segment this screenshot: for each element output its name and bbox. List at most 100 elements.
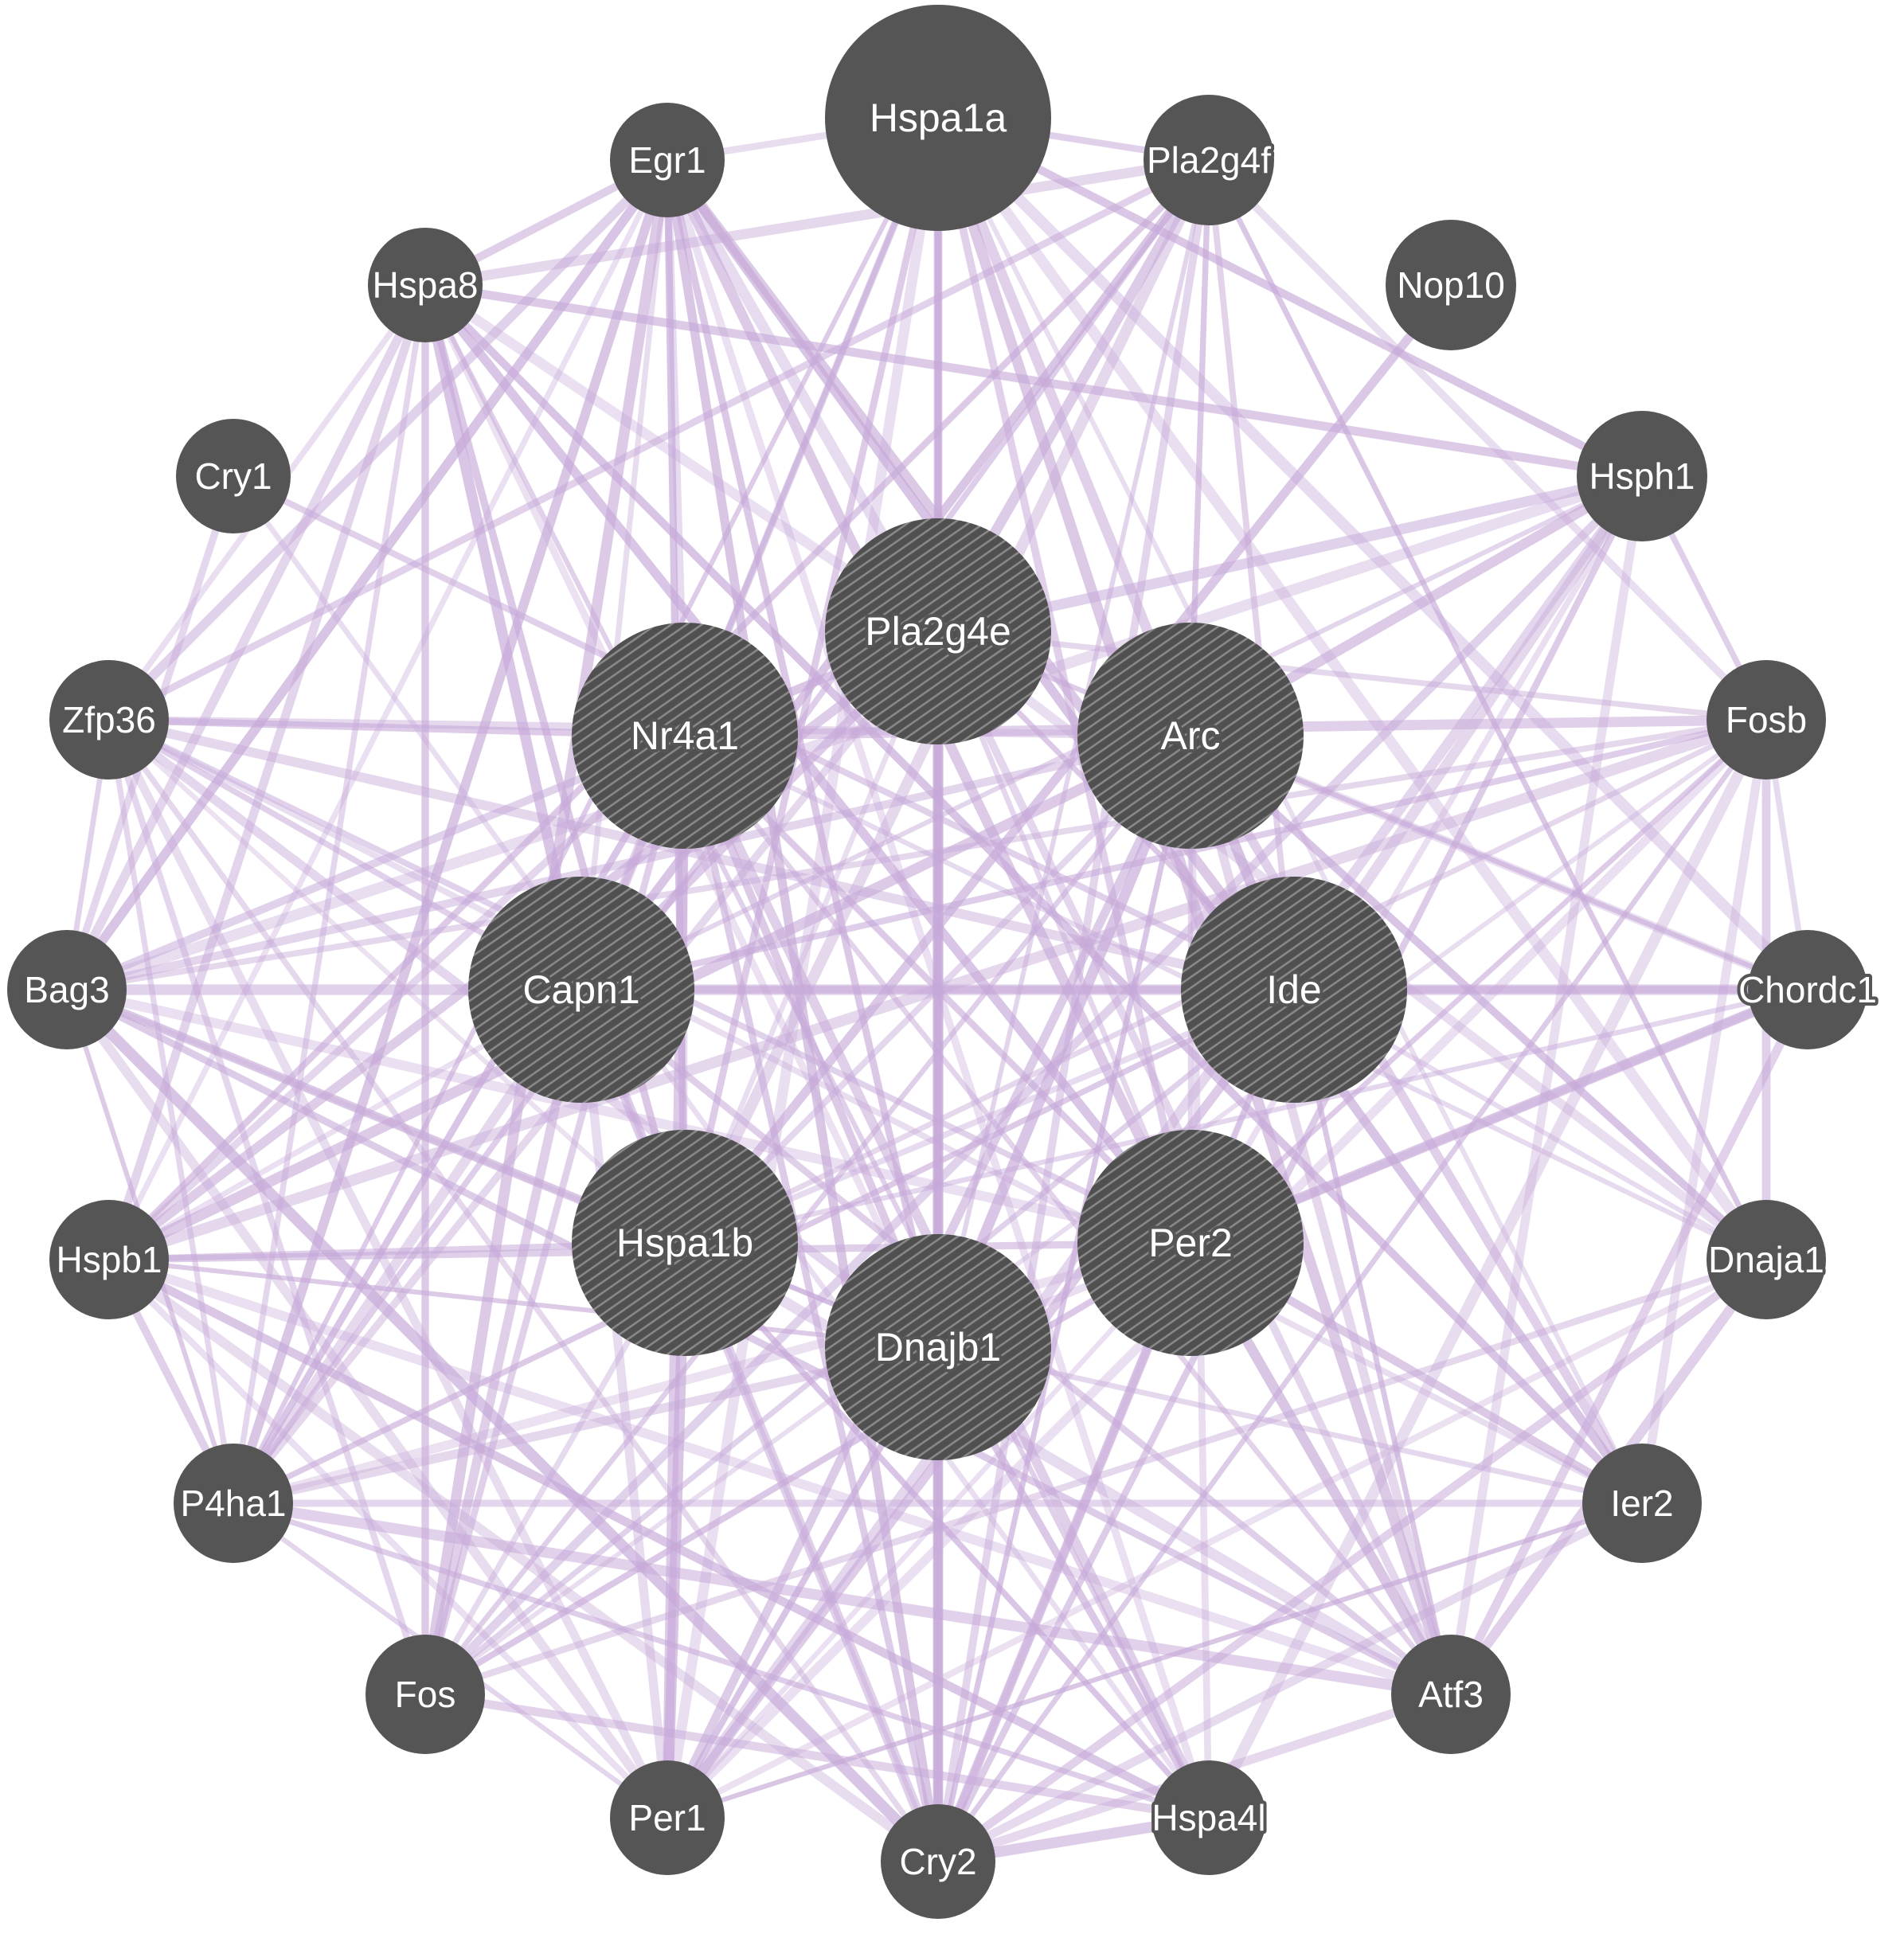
node-circle (1391, 1635, 1511, 1754)
node-circle (881, 1804, 995, 1919)
node-circle (610, 1760, 725, 1875)
edge-hspa1a-hsph1 (933, 113, 1647, 481)
node-dnaja1[interactable]: Dnaja1 (1705, 1200, 1828, 1319)
edge-fos-arc (422, 733, 1194, 1698)
edge-fosb-hspa4l (1203, 714, 1772, 1823)
node-circle (1577, 411, 1707, 541)
edge-hspb1-nr4a1 (105, 732, 689, 1264)
node-cry1[interactable]: Cry1 (176, 419, 291, 533)
node-label: Arc (1161, 713, 1221, 758)
edge-fosb-bag3 (64, 717, 1769, 993)
node-layer: Hspa1a Pla2g4fNop10Hsph1FosbChordc1Dnaja1… (7, 5, 1880, 1919)
edge-pla2g4f-ide (1206, 157, 1297, 993)
node-egr1[interactable]: Egr1 (610, 103, 725, 217)
edge-hsph1-hspa8 (420, 280, 1647, 481)
edge-cry2-zfp36 (106, 717, 941, 1865)
node-hspa1a[interactable]: Hspa1a (825, 5, 1051, 231)
edge-hsph1-per2 (1187, 473, 1645, 1246)
node-label: Per1 (628, 1797, 706, 1838)
node-label: P4ha1 (180, 1483, 286, 1524)
edge-atf3-bag3 (63, 986, 1455, 1698)
node-circle (49, 1200, 169, 1319)
node-hspb1[interactable]: Hspb1 (49, 1200, 169, 1319)
node-label: Atf3 (1418, 1674, 1484, 1715)
node-hspa1b[interactable]: Hspa1b (572, 1130, 798, 1356)
node-label: Hspb1 (57, 1239, 162, 1280)
edge-hspb1-hspa8 (104, 280, 430, 1264)
node-label: Hspa1a (870, 96, 1007, 140)
node-fos[interactable]: Fos (366, 1635, 485, 1754)
node-circle (572, 623, 798, 849)
edge-fos-zfp36 (105, 716, 429, 1698)
node-circle (825, 1234, 1051, 1460)
node-per2[interactable]: Per2 (1077, 1130, 1304, 1356)
node-circle (1077, 623, 1304, 849)
edge-fos-capn1 (420, 985, 586, 1699)
node-label: Dnaja1 (1708, 1239, 1824, 1280)
edge-cry2-nr4a1 (681, 732, 942, 1866)
node-hspa4l[interactable]: Hspa4l (1148, 1760, 1269, 1875)
node-fosb[interactable]: Fosb (1707, 660, 1826, 779)
edge-p4ha1-hspa8 (230, 282, 428, 1506)
node-capn1[interactable]: Capn1 (468, 877, 694, 1103)
edge-hspb1-egr1 (106, 157, 671, 1263)
node-cry2[interactable]: Cry2 (881, 1804, 995, 1919)
node-label: Ide (1266, 967, 1322, 1012)
edge-p4ha1-dnajb1 (229, 1342, 943, 1508)
node-hspa8[interactable]: Hspa8 (368, 228, 483, 342)
edge-chordc1-hspa1b (682, 987, 1811, 1246)
node-zfp36[interactable]: Zfp36 (49, 660, 169, 779)
edge-cry2-hspb1 (104, 1254, 944, 1867)
edge-fosb-per2 (1187, 717, 1769, 1246)
node-label: Nop10 (1397, 264, 1505, 306)
edge-hspa4l-hspa1b (682, 1240, 1212, 1821)
node-label: Hspa4l (1151, 1797, 1265, 1838)
edge-per1-capn1 (577, 985, 672, 1823)
node-chordc1[interactable]: Chordc1 (1735, 930, 1880, 1049)
node-dnajb1[interactable]: Dnajb1 (825, 1234, 1051, 1460)
node-label: Egr1 (628, 139, 706, 181)
node-nop10[interactable]: Nop10 (1386, 220, 1516, 350)
edge-ier2-per1 (664, 1500, 1645, 1821)
node-atf3[interactable]: Atf3 (1391, 1635, 1511, 1754)
edge-hspa4l-hspb1 (104, 1255, 1214, 1823)
node-bag3[interactable]: Bag3 (7, 930, 127, 1049)
edge-bag3-hspa8 (62, 280, 430, 994)
edge-per1-hspb1 (105, 1256, 671, 1822)
node-label: Hsph1 (1589, 455, 1695, 497)
node-circle (572, 1130, 798, 1356)
edge-ier2-arc (1186, 731, 1647, 1508)
edge-zfp36-ide (104, 714, 1300, 995)
node-ide[interactable]: Ide (1181, 877, 1407, 1103)
node-label: Nr4a1 (631, 713, 739, 758)
edge-p4ha1-zfp36 (106, 717, 237, 1506)
edge-chordc1-pla2g4e (935, 628, 1811, 993)
node-label: Capn1 (522, 967, 639, 1012)
node-arc[interactable]: Arc (1077, 623, 1304, 849)
edge-atf3-nr4a1 (682, 733, 1454, 1698)
node-pla2g4f[interactable]: Pla2g4f (1144, 95, 1274, 225)
edge-per2-nr4a1 (681, 732, 1194, 1247)
node-hsph1[interactable]: Hsph1 (1577, 411, 1707, 541)
edge-pla2g4f-hspa8 (420, 154, 1214, 291)
edge-ier2-hspa8 (420, 280, 1647, 1508)
node-circle (49, 660, 169, 779)
edge-dnaja1-arc (1187, 732, 1770, 1264)
node-pla2g4e[interactable]: Pla2g4e (825, 518, 1051, 744)
node-label: Cry2 (899, 1841, 976, 1882)
edge-fos-per2 (421, 1239, 1194, 1698)
node-circle (1151, 1760, 1266, 1875)
node-label: Chordc1 (1738, 969, 1877, 1010)
node-nr4a1[interactable]: Nr4a1 (572, 623, 798, 849)
edge-cry2-bag3 (61, 984, 944, 1867)
edge-hspa1a-per1 (662, 112, 944, 1823)
node-circle (468, 877, 694, 1103)
node-label: Dnajb1 (875, 1325, 1001, 1369)
node-per1[interactable]: Per1 (610, 1760, 725, 1875)
node-p4ha1[interactable]: P4ha1 (174, 1444, 293, 1563)
node-ier2[interactable]: Ier2 (1582, 1444, 1702, 1563)
edge-atf3-p4ha1 (228, 1498, 1456, 1700)
edge-p4ha1-nr4a1 (229, 732, 689, 1507)
edge-hspb1-dnajb1 (107, 1257, 940, 1350)
